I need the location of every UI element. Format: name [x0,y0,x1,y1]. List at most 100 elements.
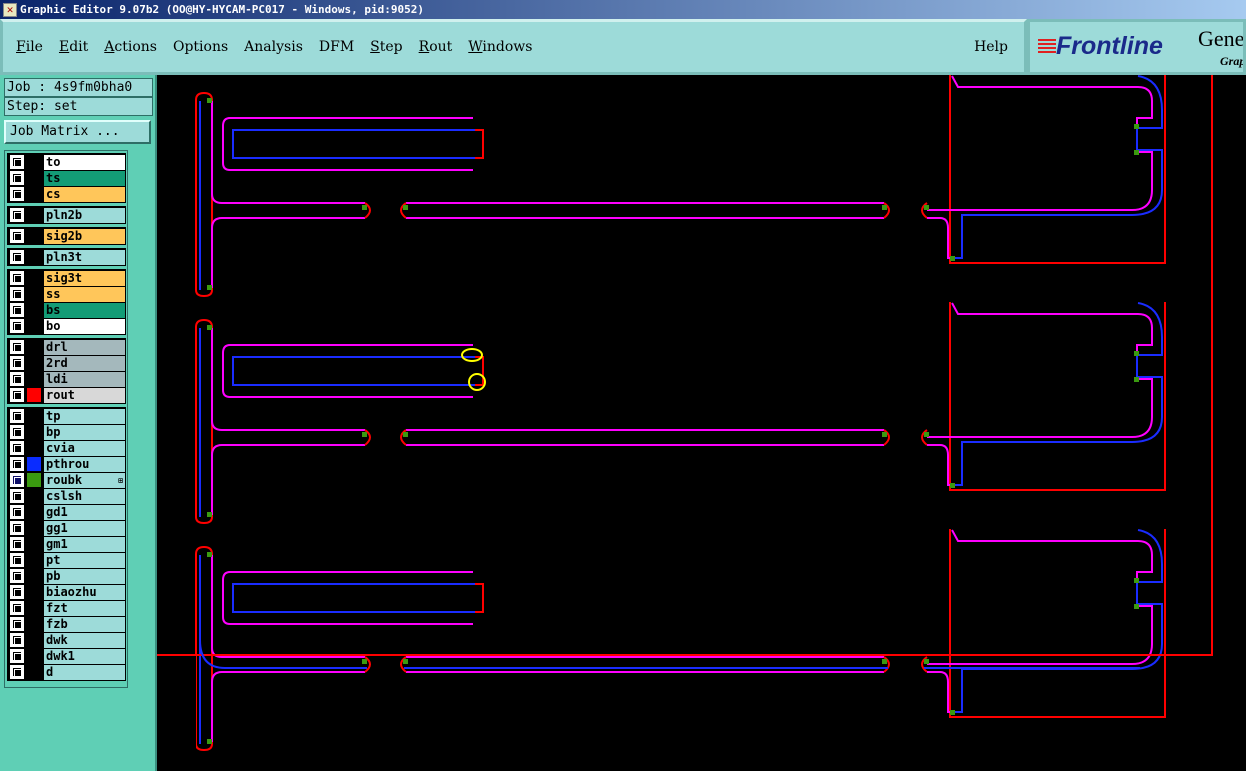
layer-row-drl[interactable]: drl [8,339,125,355]
layer-name: fzb [44,616,125,632]
menu-rout[interactable]: Rout [418,39,453,55]
layer-checkbox[interactable] [10,388,24,402]
layer-checkbox[interactable] [10,187,24,201]
layer-checkbox[interactable] [10,171,24,185]
layer-checkbox[interactable] [10,457,24,471]
menu-help[interactable]: Help [974,39,1008,55]
layer-color-swatch [27,473,41,487]
title-bar: ✕ Graphic Editor 9.07b2 (OO@HY-HYCAM-PC0… [0,0,1246,19]
layer-row-bo[interactable]: bo [8,318,125,334]
layer-color-swatch [27,649,41,663]
layer-checkbox[interactable] [10,473,24,487]
expand-icon[interactable]: ⊞ [118,475,123,485]
layer-name: rout [44,387,125,403]
layer-checkbox[interactable] [10,617,24,631]
layer-row-d[interactable]: d [8,664,125,680]
layer-checkbox[interactable] [10,250,24,264]
layer-name: gg1 [44,520,125,536]
menu-edit[interactable]: Edit [58,39,89,55]
layer-checkbox[interactable] [10,521,24,535]
layer-checkbox[interactable] [10,601,24,615]
menu-file[interactable]: File [16,39,43,55]
layer-checkbox[interactable] [10,287,24,301]
layer-row-cs[interactable]: cs [8,186,125,202]
layer-name: pthrou [44,456,125,472]
menu-windows[interactable]: Windows [468,39,533,55]
layer-row-tp[interactable]: tp [8,408,125,424]
menu-analysis[interactable]: Analysis [244,39,303,55]
layer-row-biaozhu[interactable]: biaozhu [8,584,125,600]
layer-checkbox[interactable] [10,553,24,567]
layer-name: bs [44,302,125,318]
layer-checkbox[interactable] [10,665,24,679]
layer-name: biaozhu [44,584,125,600]
graphic-canvas[interactable] [157,75,1246,771]
layer-row-pln3t[interactable]: pln3t [8,249,125,265]
layer-row-gm1[interactable]: gm1 [8,536,125,552]
layer-row-pb[interactable]: pb [8,568,125,584]
layer-checkbox[interactable] [10,409,24,423]
layer-row-ts[interactable]: ts [8,170,125,186]
layer-row-dwk[interactable]: dwk [8,632,125,648]
layer-checkbox[interactable] [10,356,24,370]
layer-name: pb [44,568,125,584]
layer-name-text: tp [46,408,61,423]
layer-row-fzt[interactable]: fzt [8,600,125,616]
layer-row-ss[interactable]: ss [8,286,125,302]
layer-checkbox[interactable] [10,633,24,647]
layer-checkbox[interactable] [10,489,24,503]
layer-checkbox[interactable] [10,425,24,439]
menu-actions[interactable]: Actions [104,39,157,55]
layer-name-text: pln2b [46,207,83,222]
layer-checkbox[interactable] [10,271,24,285]
layer-checkbox[interactable] [10,569,24,583]
layer-color-swatch [27,356,41,370]
layer-row-pln2b[interactable]: pln2b [8,207,125,223]
layer-color-swatch [27,521,41,535]
layer-checkbox[interactable] [10,340,24,354]
layer-row-cvia[interactable]: cvia [8,440,125,456]
layer-name: fzt [44,600,125,616]
layer-checkbox[interactable] [10,229,24,243]
layer-row-pt[interactable]: pt [8,552,125,568]
layer-row-sig3t[interactable]: sig3t [8,270,125,286]
layer-row-to[interactable]: to [8,154,125,170]
layer-name: gm1 [44,536,125,552]
layer-color-swatch [27,489,41,503]
layer-row-pthrou[interactable]: pthrou [8,456,125,472]
layer-checkbox[interactable] [10,585,24,599]
layer-checkbox[interactable] [10,303,24,317]
menu-dfm[interactable]: DFM [318,39,355,55]
layer-row-fzb[interactable]: fzb [8,616,125,632]
layer-name-text: dwk1 [46,648,75,663]
layer-row-bp[interactable]: bp [8,424,125,440]
menu-options[interactable]: Options [172,39,229,55]
layer-row-sig2b[interactable]: sig2b [8,228,125,244]
job-matrix-button[interactable]: Job Matrix ... [4,120,151,144]
layer-checkbox[interactable] [10,372,24,386]
layer-row-roubk[interactable]: roubk⊞ [8,472,125,488]
layer-checkbox[interactable] [10,537,24,551]
layer-color-swatch [27,601,41,615]
layer-checkbox[interactable] [10,319,24,333]
menu-step[interactable]: Step [370,39,403,55]
layer-row-bs[interactable]: bs [8,302,125,318]
layer-checkbox[interactable] [10,649,24,663]
layer-name-text: ldi [46,371,68,386]
layer-color-swatch [27,155,41,169]
layer-row-2rd[interactable]: 2rd [8,355,125,371]
layer-row-gd1[interactable]: gd1 [8,504,125,520]
layer-checkbox[interactable] [10,505,24,519]
layer-row-ldi[interactable]: ldi [8,371,125,387]
layer-row-dwk1[interactable]: dwk1 [8,648,125,664]
layer-color-swatch [27,537,41,551]
layer-checkbox[interactable] [10,208,24,222]
layer-row-gg1[interactable]: gg1 [8,520,125,536]
layer-checkbox[interactable] [10,441,24,455]
layer-name: ts [44,170,125,186]
layer-checkbox[interactable] [10,155,24,169]
layer-row-rout[interactable]: rout [8,387,125,403]
layer-name: to [44,154,125,170]
layer-row-cslsh[interactable]: cslsh [8,488,125,504]
